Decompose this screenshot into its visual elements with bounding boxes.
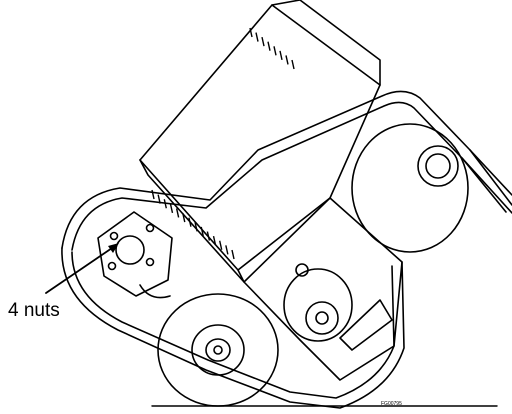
burner-nut [107,261,117,271]
louver-slot [231,249,235,260]
louver-slot [212,236,217,246]
housing-louvers [151,27,295,260]
pump-port [315,311,329,325]
louver-slot [151,189,155,200]
louver-slot [163,199,167,209]
louver-slot [200,226,204,237]
louver-slot [255,32,259,42]
louver-slot [194,222,198,232]
wheel-axle [213,345,223,355]
lower-frame [61,247,405,409]
louver-slot [279,50,283,61]
pump-fitting [295,263,309,277]
burner-nut [145,223,155,233]
heater-housing-top [271,0,381,86]
louver-slot [225,245,229,255]
lower-frame-inner [71,251,395,399]
wheel-rim [191,324,245,376]
frame-tube [61,90,512,249]
louver-slot [285,55,289,65]
burner-nozzle [115,235,145,265]
fuel-cap-inner [425,153,451,179]
burner-cable [139,284,171,299]
louver-slot [188,217,192,227]
burner-nut [109,231,119,241]
louver-slot [206,231,211,241]
louver-slot [157,194,161,204]
louver-slot [182,212,186,223]
fuel-cap [417,145,459,187]
louver-slot [267,41,271,51]
wheel-tire [157,293,279,407]
louver-slot [219,240,223,250]
callout-label-4-nuts: 4 nuts [8,300,60,321]
handle-grip [461,149,512,214]
burner-nut [145,257,155,267]
burner-panel [243,197,403,381]
louver-slot [169,203,174,213]
louver-slot [273,46,277,56]
louver-slot [175,208,180,218]
louver-slot [261,36,265,47]
fuel-tank [351,123,469,253]
louver-slot [291,59,295,70]
burner-assembly [97,211,173,297]
frame-tube-inner [71,101,507,251]
louver-slot [249,27,253,38]
callout-leader [45,245,116,294]
figure-code: FG00795 [381,401,402,407]
callout-arrowhead [108,243,119,253]
pump-motor [283,268,353,342]
wheel-hub [205,338,231,362]
heater-housing [139,4,381,271]
pump-bracket [339,299,393,351]
pump-head [305,301,339,335]
